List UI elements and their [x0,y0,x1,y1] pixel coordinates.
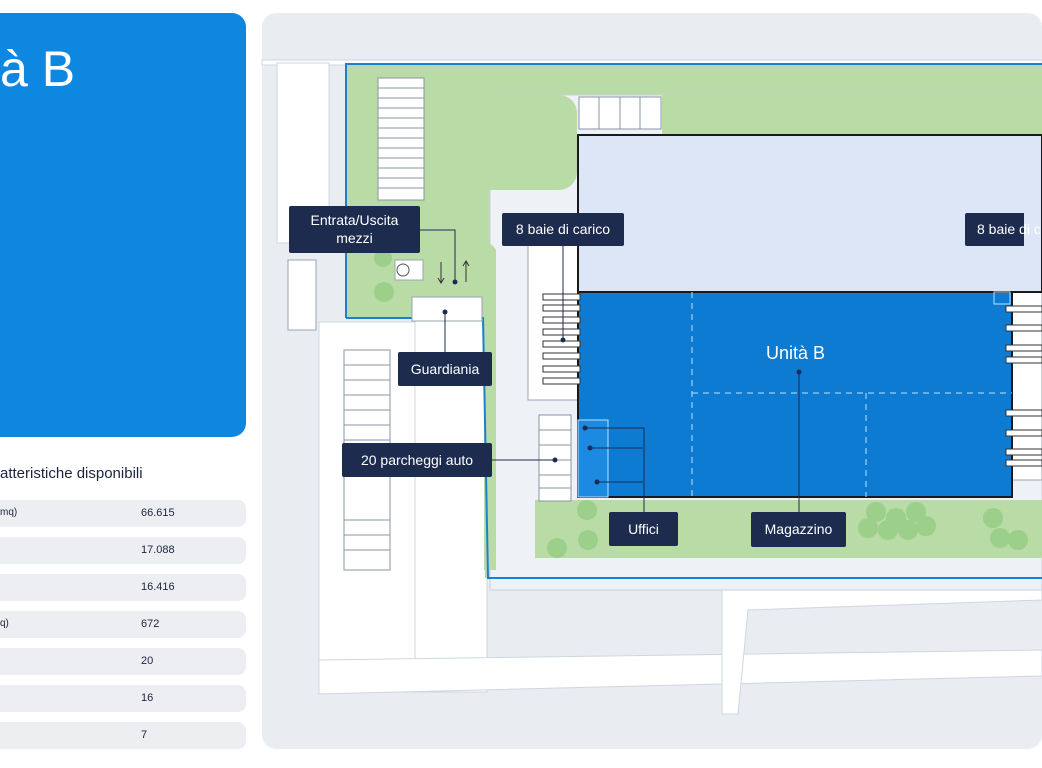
table-row: 20 [0,648,246,675]
row-value: 20 [141,655,154,667]
tree-icon [578,530,598,550]
dock-door [542,293,581,301]
label-warehouse: Magazzino [751,512,846,547]
unit-header-panel [0,13,246,437]
tree-icon [374,249,392,267]
page-title: à B [0,41,76,97]
dock-door [542,328,581,336]
dock-door [1005,409,1042,417]
tree-icon [866,502,886,522]
tree-icon [916,516,936,536]
road-south [318,649,1042,695]
label-docks-right: 8 baie di c [965,213,1041,246]
dock-door [542,377,581,385]
table-row: 16 [0,685,246,712]
row-label: q) [0,618,9,629]
road-junction [721,579,1042,715]
dock-door [542,352,581,360]
leader-entrance [420,229,456,282]
row-value: 16.416 [141,581,175,593]
table-row: q) 672 [0,611,246,638]
tree-icon [878,520,898,540]
dock-door [542,316,581,324]
label-entrance-line1: Entrata/Uscita [310,212,399,228]
table-row: 16.416 [0,574,246,601]
lawn-strip [484,243,496,571]
row-value: 7 [141,729,148,741]
unit-b-label: Unità B [766,343,826,363]
building-other-unit [577,134,1042,293]
lawn-north-west [455,95,577,190]
dock-door [1005,305,1042,313]
tree-icon [898,520,918,540]
lawn-north [662,95,1042,135]
row-value: 16 [141,692,154,704]
tree-icon [547,538,567,558]
tree-icon [577,500,597,520]
truck-parking [377,77,425,201]
label-guardhouse: Guardiania [398,352,492,386]
site-plan-map [261,13,1042,749]
unit-b-area [577,291,1013,498]
tree-icon [374,282,394,302]
guardhouse-building [411,296,483,322]
table-row: 7 [0,722,246,749]
table-row: mq) 66.615 [0,500,246,527]
dock-door [542,304,581,312]
dock-door [542,365,581,373]
dock-door [1005,324,1042,332]
leader-offices [585,427,645,512]
dock-canopy-left [527,229,579,401]
row-value: 17.088 [141,544,175,556]
table-row: 17.088 [0,537,246,564]
label-docks-left: 8 baie di carico [502,213,624,246]
tree-icon [983,508,1003,528]
dock-door [1005,459,1042,467]
tree-icon [906,502,926,522]
offices-area [577,419,609,498]
west-structure [287,259,317,331]
dock-door [1005,448,1042,456]
tree-icon [990,528,1010,548]
dock-door [1005,344,1042,352]
tree-icon [1008,530,1028,550]
characteristics-title: atteristiche disponibili [0,465,143,482]
row-label: mq) [0,507,18,518]
tree-icon [858,518,878,538]
row-value: 672 [141,618,160,630]
dock-door [1005,429,1042,437]
gate-icon [396,263,410,277]
label-offices: Uffici [609,512,678,546]
label-entrance-line2: mezzi [336,230,373,246]
row-value: 66.615 [141,507,175,519]
dock-door [1005,356,1042,364]
dock-canopy-right [1011,279,1042,481]
label-parking: 20 parcheggi auto [342,443,492,477]
label-entrance: Entrata/Uscita mezzi [289,206,420,253]
